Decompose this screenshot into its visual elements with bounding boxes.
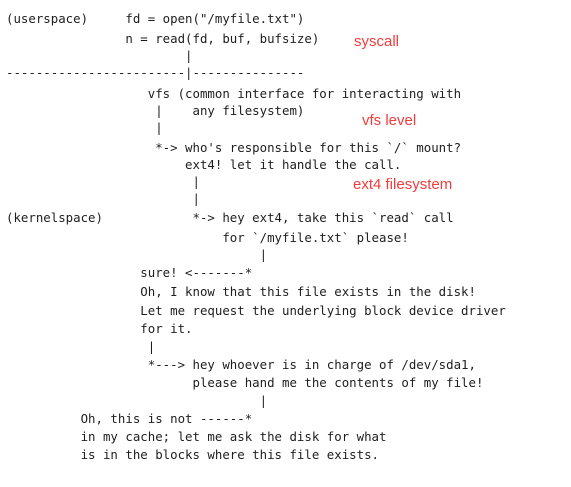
syscall-annotation: syscall — [354, 33, 400, 50]
diagram-line: n = read(fd, buf, bufsize) — [6, 31, 320, 46]
diagram-line: | — [6, 191, 200, 206]
diagram-line: please hand me the contents of my file! — [6, 375, 484, 390]
diagram-line: | — [6, 174, 200, 189]
diagram-line: Oh, this is not ------* — [6, 411, 253, 426]
diagram-line: ------------------------|--------------- — [6, 65, 305, 80]
diagram-line: | — [6, 393, 268, 408]
diagram-line: (kernelspace) *-> hey ext4, take this `r… — [6, 210, 454, 225]
diagram-line: sure! <-------* — [6, 265, 253, 280]
diagram-line: Let me request the underlying block devi… — [6, 303, 506, 318]
ext4-filesystem-annotation: ext4 filesystem — [353, 176, 453, 193]
diagram-line: *-> who's responsible for this `/` mount… — [6, 140, 462, 155]
diagram-line: | — [6, 48, 193, 63]
diagram-line: for `/myfile.txt` please! — [6, 230, 409, 245]
diagram-line: | — [6, 120, 163, 135]
diagram-line: in my cache; let me ask the disk for wha… — [6, 429, 387, 444]
diagram-line: (userspace) fd = open("/myfile.txt") — [6, 11, 305, 26]
diagram-line: Oh, I know that this file exists in the … — [6, 284, 476, 299]
diagram-line: *---> hey whoever is in charge of /dev/s… — [6, 357, 476, 372]
diagram-line: | — [6, 339, 156, 354]
diagram-line: | — [6, 247, 268, 262]
diagram-line: ext4! let it handle the call. — [6, 157, 402, 172]
diagram-line: | any filesystem) — [6, 103, 305, 118]
diagram-line: for it. — [6, 321, 193, 336]
diagram-line: is in the blocks where this file exists. — [6, 447, 379, 462]
diagram-line: vfs (common interface for interacting wi… — [6, 86, 462, 101]
vfs-level-annotation: vfs level — [362, 112, 417, 129]
